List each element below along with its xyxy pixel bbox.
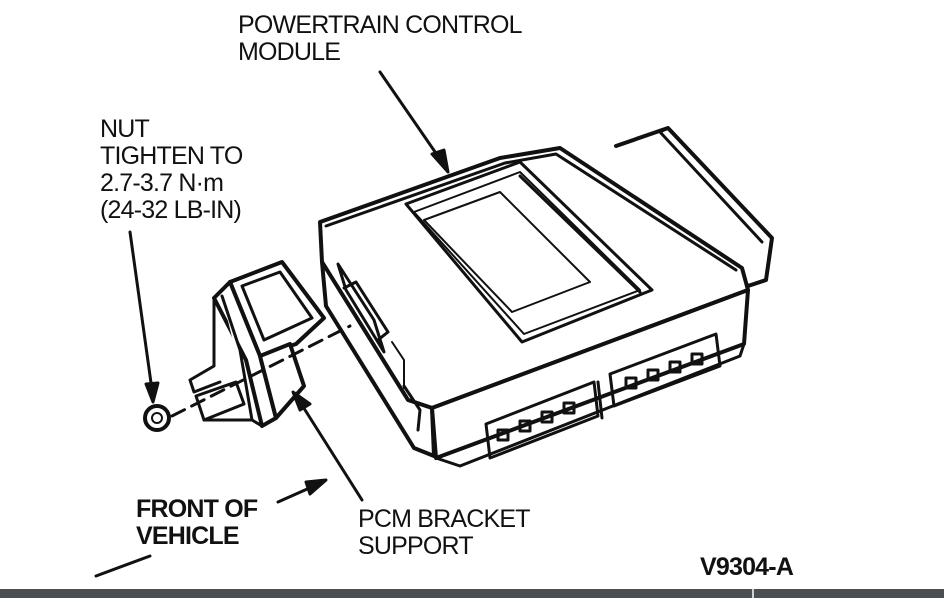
nut-label-line1: NUT xyxy=(100,115,150,143)
bottom-bar-divider xyxy=(752,589,754,598)
nut-label-line2: TIGHTEN TO xyxy=(100,142,243,170)
leader-arrows xyxy=(94,70,450,578)
pcm-module xyxy=(318,126,774,468)
nut-label: NUT TIGHTEN TO 2.7-3.7 N·m (24-32 LB-IN) xyxy=(100,115,243,224)
front-of-vehicle-label: FRONT OF VEHICLE xyxy=(136,495,258,550)
bracket-label-line1: PCM BRACKET xyxy=(358,505,531,533)
figure-code: V9304-A xyxy=(700,553,794,581)
nut xyxy=(143,404,171,432)
bottom-bar xyxy=(0,589,944,598)
pcm-bracket-label: PCM BRACKET SUPPORT xyxy=(358,505,531,560)
front-label-line2: VEHICLE xyxy=(136,522,240,550)
pcm-label-line1: POWERTRAIN CONTROL xyxy=(238,11,523,39)
pcm-label-line2: MODULE xyxy=(238,38,341,66)
nut-label-line4: (24-32 LB-IN) xyxy=(100,196,242,224)
alignment-dash-line xyxy=(170,324,352,418)
nut-label-line3: 2.7-3.7 N·m xyxy=(100,169,224,197)
front-label-line1: FRONT OF xyxy=(136,495,258,523)
pcm-label: POWERTRAIN CONTROL MODULE xyxy=(238,11,523,66)
bracket-label-line2: SUPPORT xyxy=(358,532,474,560)
pcm-bracket xyxy=(188,260,326,428)
